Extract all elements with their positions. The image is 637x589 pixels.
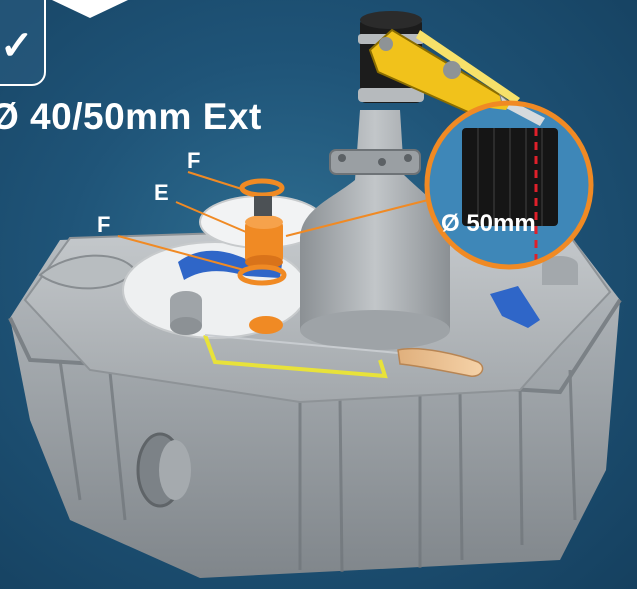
arrow-down-icon [52, 0, 128, 18]
leader-lines [117, 171, 429, 271]
label-f-lower: F [97, 212, 111, 237]
blue-latch [490, 286, 540, 328]
label-f-upper: F [187, 148, 201, 173]
zoom-detail [424, 100, 594, 270]
label-e: E [154, 180, 169, 205]
part-f-clamp-upper [239, 178, 285, 198]
part-e-adapter [245, 215, 283, 269]
diameter-title: Ø 40/50mm Ext [0, 96, 262, 137]
zoom-diameter-label: Ø 50mm [441, 210, 536, 237]
part-f-clamp-lower [237, 264, 287, 286]
check-icon: ✓ [0, 24, 34, 68]
hacksaw-icon [203, 334, 484, 379]
step-badge: ✓ [0, 0, 46, 86]
